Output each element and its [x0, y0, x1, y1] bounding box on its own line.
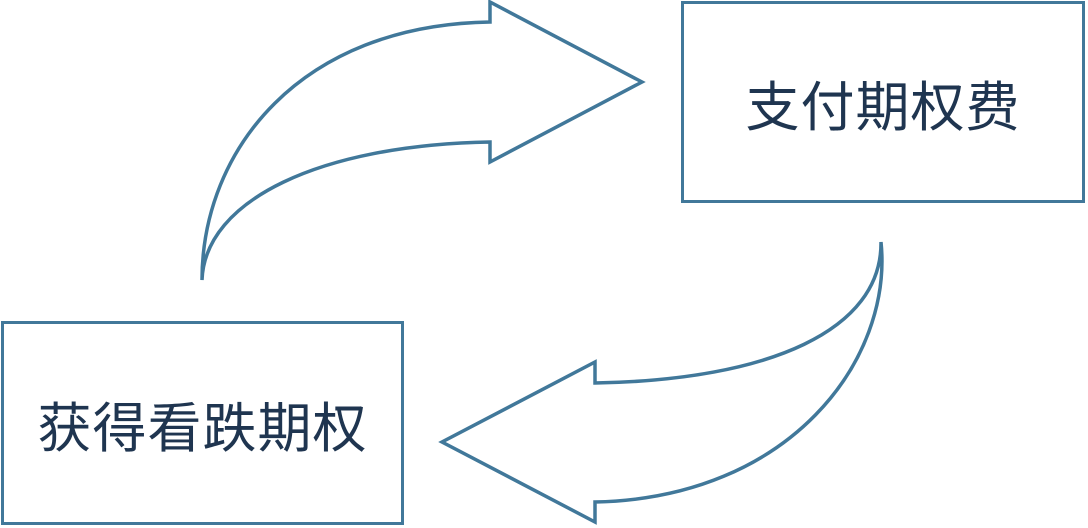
pay-premium-label: 支付期权费 [745, 75, 1021, 139]
curved-arrow-down-left [438, 241, 884, 525]
pay-premium-box: 支付期权费 [681, 1, 1085, 203]
get-put-option-label: 获得看跌期权 [37, 396, 368, 460]
get-put-option-box: 获得看跌期权 [1, 321, 404, 525]
curved-arrow-up-right [200, 0, 646, 281]
